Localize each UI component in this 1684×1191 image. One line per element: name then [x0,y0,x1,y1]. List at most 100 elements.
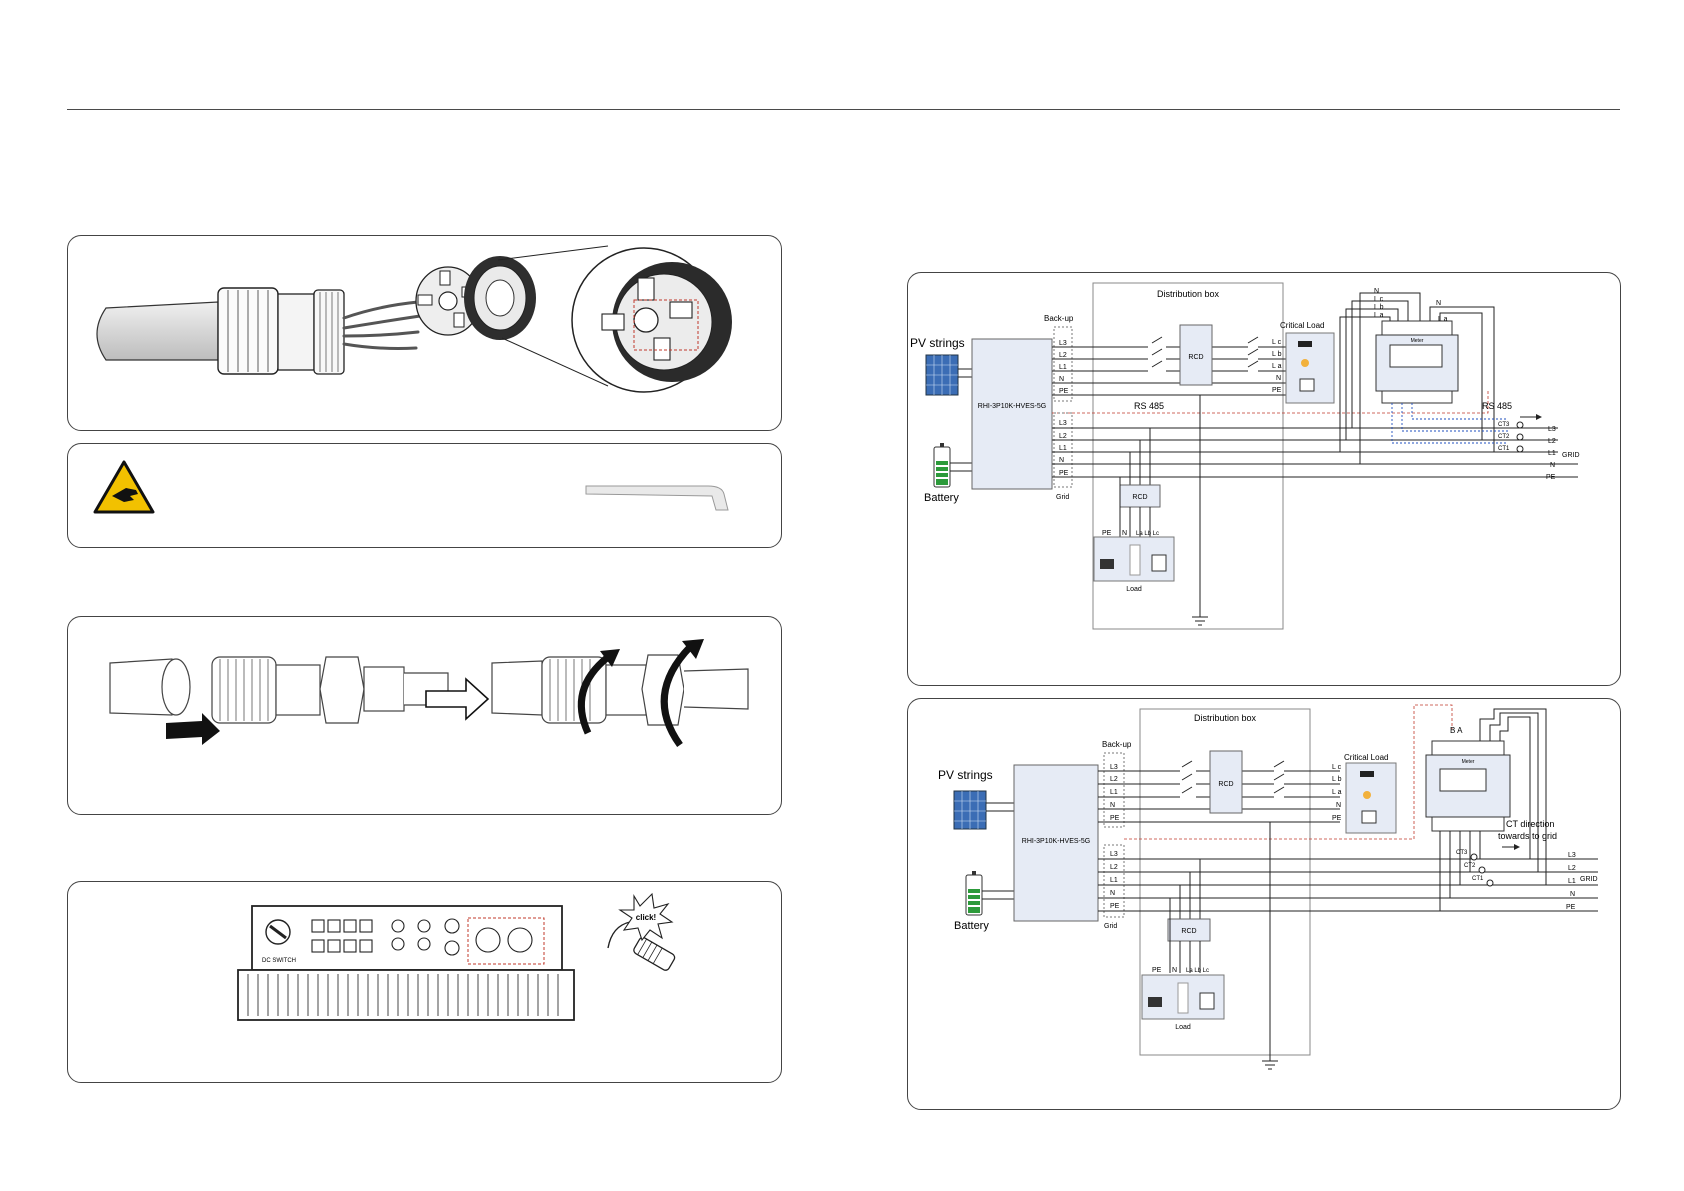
warning-icon [93,460,155,514]
battery-label-2: Battery [954,920,989,932]
distribution-box-2-title: Distribution box [1194,713,1257,723]
backup-terminal-2-l3: L3 [1110,764,1118,771]
meter-top-n: N [1374,288,1379,295]
backup-terminal-2-pe: PE [1110,815,1120,822]
backup-terminal-2-l2: L2 [1110,776,1118,783]
ct3-label: CT3 [1498,422,1510,428]
backup-line-2-lc: L c [1332,764,1342,771]
grid-line-2-l3: L3 [1568,852,1576,859]
meter-display-2 [1439,768,1487,792]
inverter-model-label-2: RHI-3P10K-HVES-5G [1022,838,1090,845]
backup-line-2-lb: L b [1332,776,1342,783]
inverter-model-label: RHI-3P10K-HVES-5G [978,403,1046,410]
hex-key-icon [585,485,729,511]
grid-terminal-2-n: N [1110,890,1115,897]
grid-terminal-l1: L1 [1059,445,1067,452]
wiring-diagram-1-panel: Distribution box PV strings Battery RHI-… [907,272,1621,686]
grid-side-label-2: GRID [1580,876,1598,883]
click-burst-icon [618,892,674,942]
fridge-icon [1129,544,1141,576]
wiring-diagram-2-panel: Distribution box PV strings Battery RHI-… [907,698,1621,1110]
tv-icon-2 [1148,997,1162,1007]
grid-label-2: Grid [1104,923,1117,930]
backup-rcd-box [1179,324,1213,386]
ct1-label-2: CT1 [1472,876,1484,882]
pv-panel-icon [925,354,959,396]
backup-rcd-label-2: RCD [1218,781,1233,788]
backup-line-lc: L c [1272,339,1282,346]
critical-load-label: Critical Load [1280,321,1324,330]
grid-line-pe: PE [1546,474,1556,481]
backup-line-n: N [1276,375,1281,382]
grid-terminal-l3: L3 [1059,420,1067,427]
rotate-arrow-icon [577,654,611,735]
grid-terminal-2-l1: L1 [1110,877,1118,884]
grid-line-2-l2: L2 [1568,865,1576,872]
dc-switch-label: DC SWITCH [262,958,296,964]
distribution-box-title: Distribution box [1157,289,1220,299]
backup-line-pe: PE [1272,387,1282,394]
grid-line-n: N [1550,462,1555,469]
load-rcd-label: RCD [1132,494,1147,501]
wiring-diagram-2: Distribution box PV strings Battery RHI-… [938,704,1598,1070]
load-pe-label-2: PE [1152,967,1162,974]
grid-label: Grid [1056,494,1069,501]
grid-terminal-2-pe: PE [1110,903,1120,910]
push-arrow-icon [166,713,220,745]
meter-display [1389,344,1443,368]
inverter-box [971,338,1053,490]
load-n-label-2: N [1172,967,1177,974]
grid-line-l1: L1 [1548,450,1556,457]
battery-icon-2 [965,871,983,916]
bulb-icon [1301,359,1309,367]
backup-line-2-n: N [1336,802,1341,809]
meter-label: Meter [1411,338,1424,344]
pv-panel-icon-2 [953,790,987,830]
warning-illustration [93,460,729,514]
backup-terminal-n: N [1059,376,1064,383]
grid-terminal-2-l2: L2 [1110,864,1118,871]
connector-assembly-panel [67,235,782,431]
rs485-left-label: RS 485 [1134,401,1164,411]
meter-top-la: L a [1374,312,1384,319]
inverter-bottom-illustration: DC SWITCH click! [237,892,676,1021]
meter-label-2: Meter [1462,759,1475,765]
router-icon-2 [1360,771,1374,777]
backup-line-lb: L b [1272,351,1282,358]
rotate-arrow-icon-2 [660,644,693,748]
grid-line-l3: L3 [1548,426,1556,433]
grid-side-label: GRID [1562,452,1580,459]
grid-terminal-l2: L2 [1059,433,1067,440]
pv-strings-label: PV strings [910,336,965,350]
backup-terminal-l1: L1 [1059,364,1067,371]
backup-terminal-l3: L3 [1059,340,1067,347]
fridge-icon-2 [1177,982,1189,1014]
battery-icon [933,443,951,488]
grid-line-2-l1: L1 [1568,878,1576,885]
ct-direction-line1: CT direction [1506,819,1554,829]
warning-panel [67,443,782,548]
backup-line-2-pe: PE [1332,815,1342,822]
backup-terminal-pe: PE [1059,388,1069,395]
inverter-box-2 [1013,764,1099,922]
meter-top-lc: L c [1374,296,1384,303]
pv-strings-label-2: PV strings [938,768,993,782]
next-step-arrow-icon [425,677,490,721]
load-label-2: Load [1175,1024,1191,1031]
washer-icon [1151,554,1167,572]
backup-label: Back-up [1044,314,1074,323]
connector-exploded-illustration [96,245,732,393]
load-n-label: N [1122,530,1127,537]
backup-rcd-box-2 [1209,750,1243,814]
backup-rcd-label: RCD [1188,354,1203,361]
grid-line-l2: L2 [1548,438,1556,445]
meter-la-label: L a [1438,316,1448,323]
ct2-label: CT2 [1498,434,1510,440]
backup-terminal-l2: L2 [1059,352,1067,359]
computer-icon-2 [1361,810,1377,824]
grid-terminal-2-l3: L3 [1110,851,1118,858]
rs485-right-label: RS 485 [1482,401,1512,411]
ct3-label-2: CT3 [1456,850,1468,856]
load-lines-label-2: La Lb Lc [1186,968,1209,974]
meter-ba-label: B A [1450,726,1463,735]
